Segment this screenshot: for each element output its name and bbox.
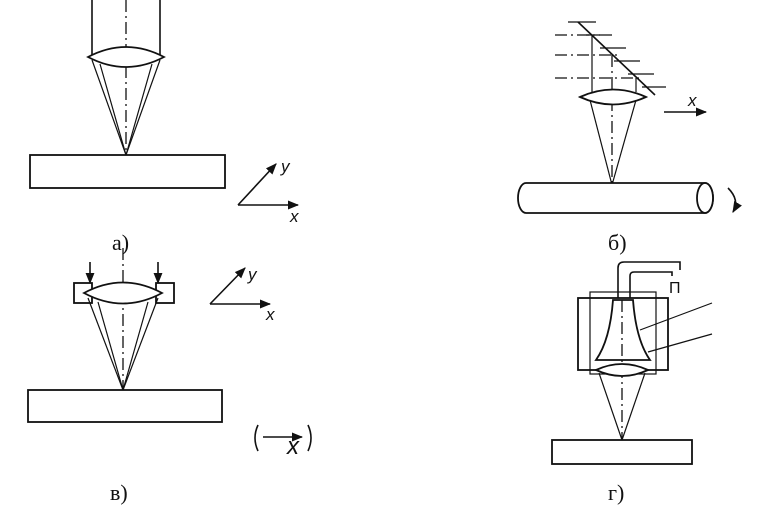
motion-axis-label: x: [286, 433, 300, 460]
cone-ray-right: [122, 297, 159, 391]
inclined-mirror: [577, 21, 656, 96]
cone-ray-left: [91, 59, 127, 156]
y-axis-arrow: [237, 163, 277, 206]
workpiece-plate: [551, 439, 693, 465]
cone-ray-inner-left: [97, 301, 124, 391]
supply-tube-outer: [617, 261, 681, 305]
workpiece-plate: [27, 389, 223, 423]
y-axis-label: y: [280, 157, 291, 176]
y-axis-label: y: [247, 265, 258, 284]
supply-tube-inner: [629, 271, 673, 305]
y-axis-arrow: [209, 267, 246, 305]
cone-ray-inner-right: [125, 63, 153, 156]
cone-ray-left: [87, 297, 124, 391]
focusing-lens: [577, 88, 649, 106]
panel-b: x б): [517, 21, 742, 255]
nozzle-funnel: [594, 299, 652, 361]
cylinder-end-face: [696, 182, 714, 214]
panel-b-caption: б): [608, 230, 627, 255]
leader-line-upper: [639, 302, 713, 331]
panel-a-caption: а): [112, 230, 129, 255]
x-axis-label: x: [265, 305, 275, 324]
cone-ray-right: [621, 372, 646, 441]
cone-ray-left: [589, 99, 613, 186]
focusing-lens: [593, 363, 651, 377]
rotation-arrow: [727, 187, 742, 213]
panel-v: y x x в): [27, 248, 312, 505]
cone-ray-right: [611, 99, 637, 186]
panel-v-caption: в): [110, 480, 128, 505]
x-axis-label: x: [687, 91, 697, 110]
cone-ray-right: [125, 59, 161, 156]
focusing-lens: [82, 281, 164, 305]
panel-g: П г): [551, 261, 713, 505]
cone-ray-inner-right: [122, 301, 149, 391]
cylindrical-workpiece: [517, 182, 714, 214]
supply-symbol: П: [669, 280, 681, 297]
focusing-lens: [86, 46, 166, 68]
panel-a: y x а): [29, 0, 300, 255]
cone-ray-left: [598, 372, 623, 441]
cone-ray-inner-left: [99, 63, 127, 156]
panel-g-caption: г): [608, 480, 624, 505]
x-axis-label: x: [289, 207, 299, 226]
leader-line-lower: [647, 333, 713, 353]
motion-paren-left: [254, 424, 259, 452]
motion-paren-right: [307, 424, 312, 452]
workpiece-plate: [29, 154, 226, 189]
